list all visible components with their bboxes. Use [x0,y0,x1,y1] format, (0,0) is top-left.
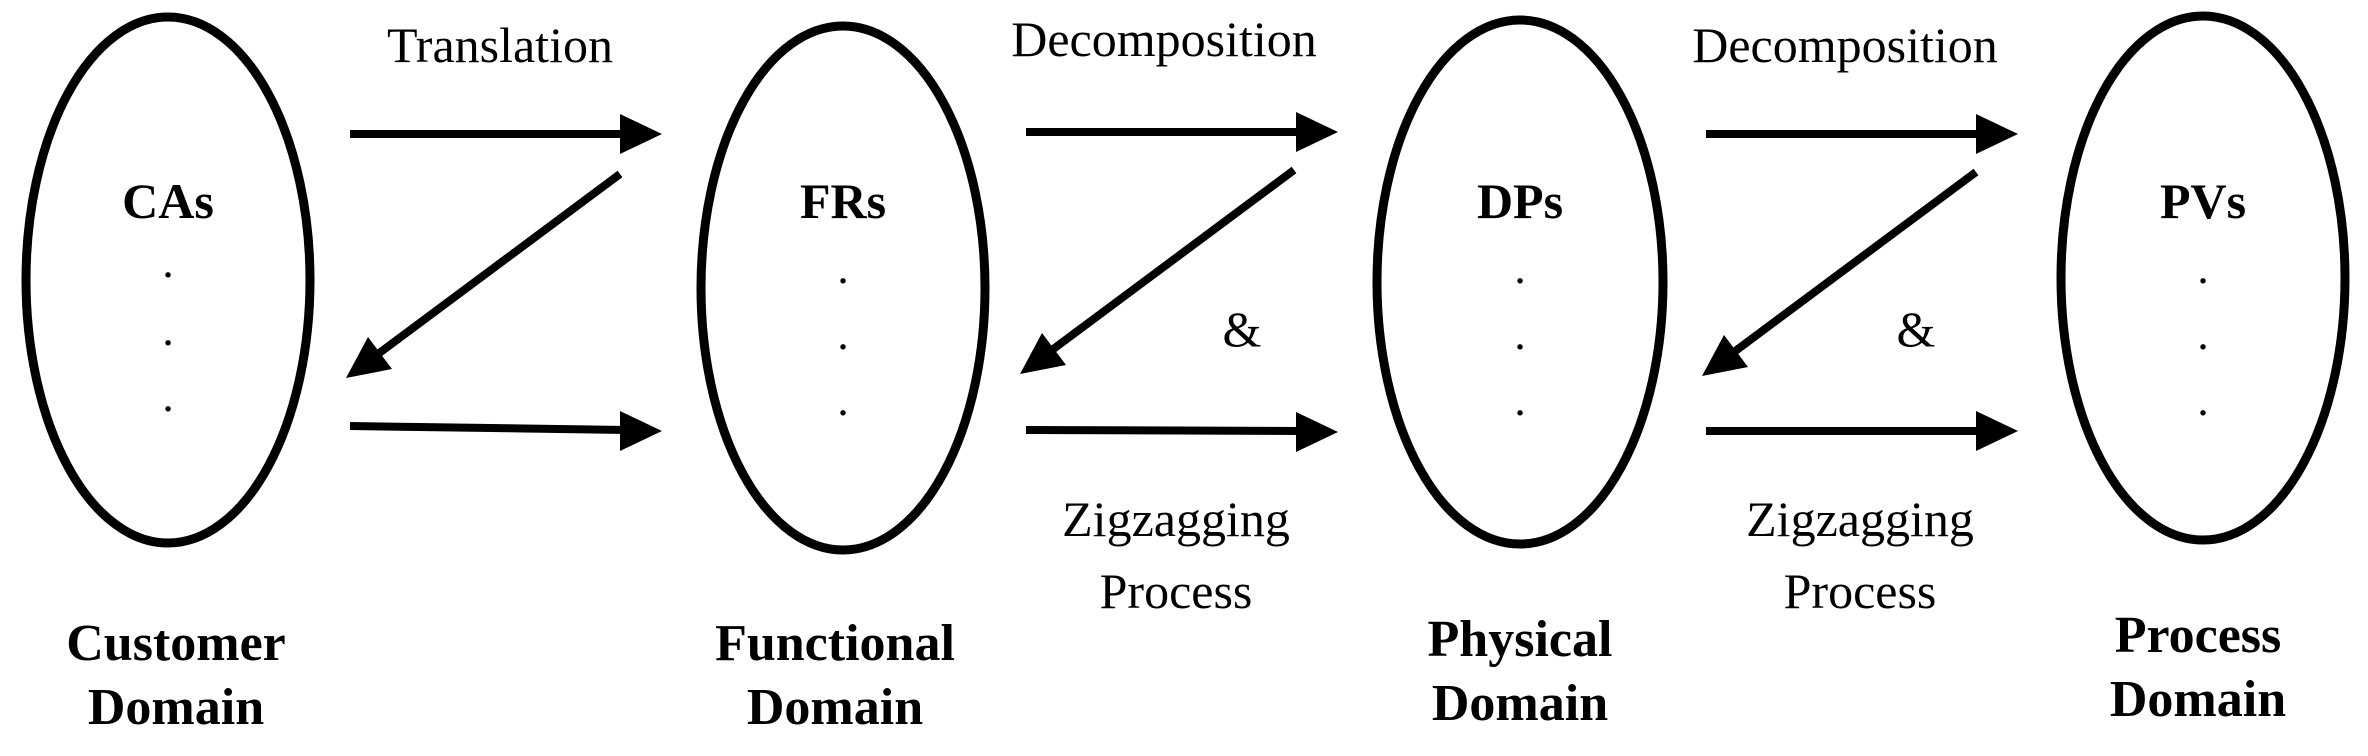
decomposition-1-process-label: Process [1100,563,1253,619]
process-domain-abbr: PVs [2160,173,2246,229]
translation-diagonal-arrowhead [346,337,392,378]
translation-label: Translation [387,17,613,73]
decomposition-1-diagonal-arrowhead [1020,333,1066,374]
decomposition-2-bottom-arrowhead [1976,411,2018,451]
customer-domain-ellipse [21,12,315,548]
process-domain: PVs · · · Process Domain [2056,11,2350,728]
customer-domain-dot-2: · [160,317,175,368]
customer-domain-dot-1: · [160,249,175,300]
translation-diagonal-arrow-line [375,170,623,358]
customer-domain: CAs · · · Customer Domain [21,12,315,736]
translation-bottom-arrow-line [349,422,627,434]
functional-domain-name-line1: Functional [715,615,955,672]
customer-domain-dot-3: · [160,383,175,434]
decomposition-2-label: Decomposition [1692,17,1998,73]
customer-domain-abbr: CAs [122,173,214,229]
process-domain-name-line1: Process [2115,607,2282,664]
decomposition-1-zigzagging-label: Zigzagging [1062,491,1290,547]
functional-domain-dot-3: · [835,387,850,438]
translation-bottom-arrowhead [620,411,662,451]
process-domain-dot-2: · [2195,321,2210,372]
decomposition-1-top-arrowhead [1296,112,1338,152]
decomposition-1-label: Decomposition [1011,11,1317,67]
functional-domain-name-line2: Domain [747,679,923,736]
connector-decomposition-2: Decomposition & Zigzagging Process [1692,17,2018,619]
decomposition-1-bottom-arrow-line [1025,426,1301,435]
functional-domain-dot-1: · [835,255,850,306]
decomposition-2-zigzagging-label: Zigzagging [1746,491,1974,547]
customer-domain-name-line2: Domain [88,679,264,736]
decomposition-2-ampersand: & [1897,301,1936,357]
decomposition-2-process-label: Process [1784,563,1937,619]
physical-domain-ellipse [1372,15,1668,549]
functional-domain-abbr: FRs [800,173,886,229]
decomposition-2-diagonal-arrowhead [1702,335,1748,376]
physical-domain-dot-2: · [1512,321,1527,372]
decomposition-2-diagonal-arrow-line [1731,168,1979,356]
physical-domain-dot-1: · [1512,255,1527,306]
process-domain-dot-1: · [2195,255,2210,306]
connector-translation: Translation [346,17,662,451]
physical-domain-name-line2: Domain [1432,675,1608,732]
physical-domain: DPs · · · Physical Domain [1372,15,1668,732]
process-domain-dot-3: · [2195,387,2210,438]
decomposition-1-diagonal-arrow-line [1049,166,1297,354]
process-domain-ellipse [2056,11,2350,545]
process-domain-name-line2: Domain [2110,671,2286,728]
connector-decomposition-1: Decomposition & Zigzagging Process [1011,11,1338,619]
functional-domain: FRs · · · Functional Domain [696,21,990,736]
decomposition-1-bottom-arrowhead [1296,412,1338,452]
physical-domain-name-line1: Physical [1428,611,1613,668]
functional-domain-dot-2: · [835,321,850,372]
decomposition-1-ampersand: & [1223,301,1262,357]
functional-domain-ellipse [696,21,990,555]
physical-domain-dot-3: · [1512,387,1527,438]
translation-top-arrowhead [620,114,662,154]
physical-domain-abbr: DPs [1477,173,1563,229]
decomposition-2-top-arrowhead [1976,114,2018,154]
customer-domain-name-line1: Customer [66,615,286,672]
